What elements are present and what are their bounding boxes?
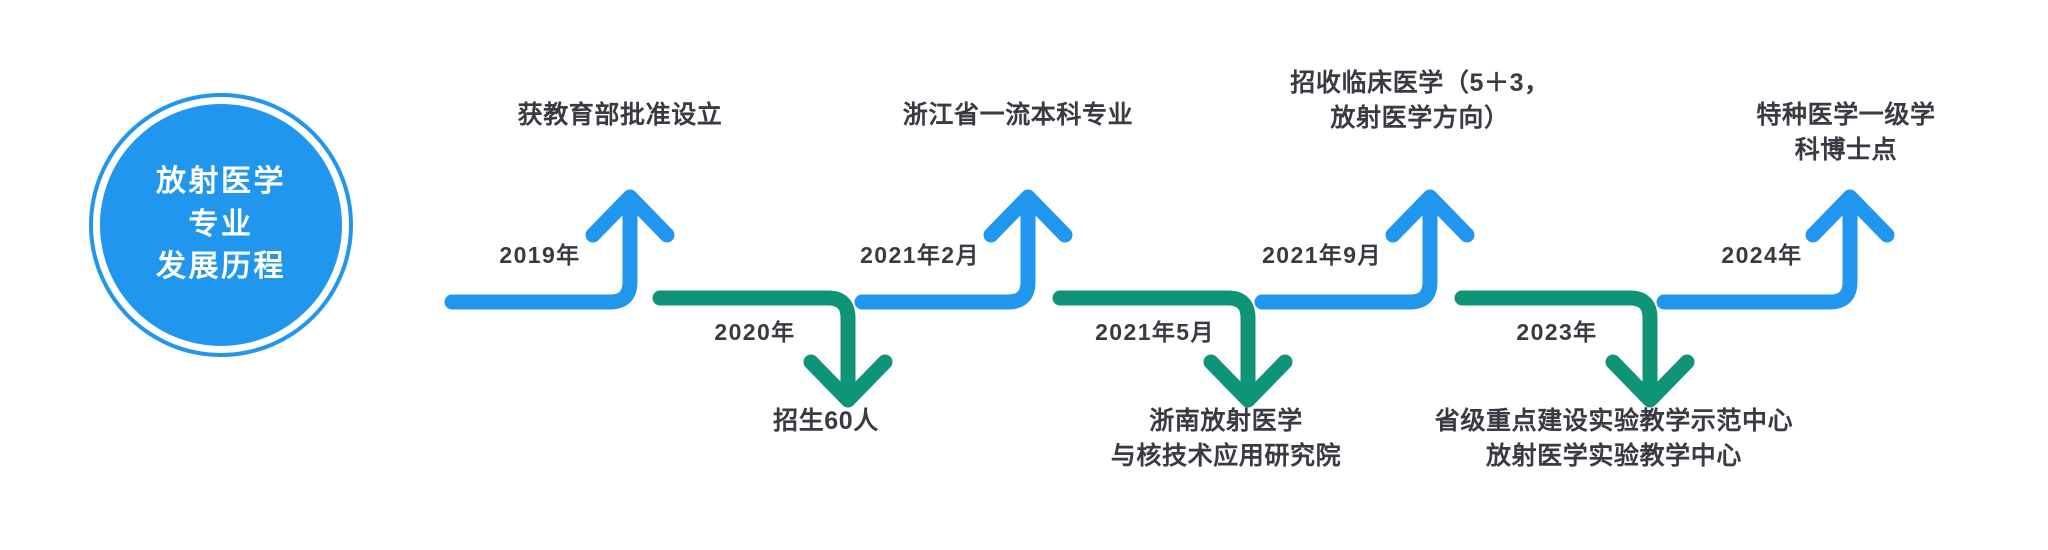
connector-arrow-1 (444, 189, 675, 310)
milestone-year-7: 2024年 (1721, 242, 1803, 268)
milestone-title-3: 浙江省一流本科专业 (902, 101, 1134, 129)
milestone-year-4: 2021年5月 (1095, 319, 1215, 345)
milestone-title-1: 获教育部批准设立 (517, 101, 723, 129)
connector-arrow-2 (652, 290, 893, 408)
milestone-year-5: 2021年9月 (1262, 242, 1382, 268)
connector-arrow-6 (1454, 290, 1695, 408)
connector-arrow-3 (854, 189, 1073, 310)
connector-arrow-7 (1656, 189, 1895, 310)
milestone-title-7: 特种医学一级学科博士点 (1756, 101, 1936, 164)
hub-circle: 放射医学 专业 发展历程 (100, 104, 342, 346)
hub-title: 放射医学 专业 发展历程 (156, 165, 286, 284)
milestone-title-6: 省级重点建设实验教学示范中心 放射医学实验教学中心 (1434, 407, 1794, 470)
connector-arrow-5 (1254, 189, 1475, 310)
milestone-year-3: 2021年2月 (860, 242, 980, 268)
milestone-title-5: 招收临床医学（5＋3， 放射医学方向） (1290, 69, 1550, 132)
milestone-year-1: 2019年 (499, 242, 581, 268)
milestone-year-2: 2020年 (714, 319, 796, 345)
connector-arrow-4 (1052, 290, 1293, 408)
milestone-year-6: 2023年 (1516, 319, 1598, 345)
milestone-title-2: 招生60人 (773, 407, 879, 435)
milestone-title-4: 浙南放射医学 与核技术应用研究院 (1110, 407, 1342, 470)
